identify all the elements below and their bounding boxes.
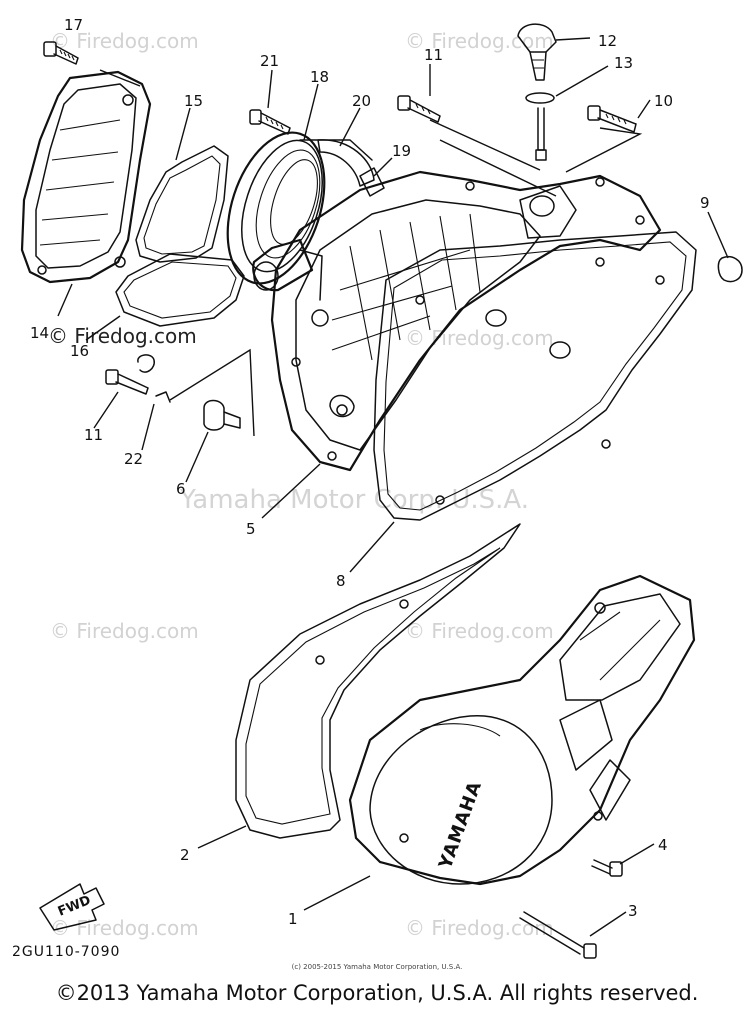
label-21: 21	[260, 52, 279, 70]
part-14-sprocket-cover	[20, 70, 152, 284]
label-16: 16	[70, 342, 89, 360]
drawing-code: 2GU110-7090	[12, 944, 120, 960]
part-21-bolt	[249, 109, 291, 135]
watermark-firedog: © Firedog.com	[405, 619, 554, 643]
label-6: 6	[176, 480, 186, 498]
label-15: 15	[184, 92, 203, 110]
part-10-bolt	[587, 105, 637, 133]
label-4: 4	[658, 836, 668, 854]
label-13: 13	[614, 54, 633, 72]
part-15-gasket	[135, 145, 229, 263]
part-11-bolt-top	[397, 95, 441, 123]
part-labels: 17 15 21 18 20 19 11 12 13 10 9 14 16 11…	[30, 16, 710, 928]
part-2-gasket	[235, 523, 521, 839]
part-20-ring	[317, 139, 375, 187]
label-22: 22	[124, 450, 143, 468]
part-11-bolt-left	[105, 369, 149, 395]
part-13-o-ring-dipstick	[525, 92, 555, 161]
label-1: 1	[288, 910, 298, 928]
part-6-drain-plug	[203, 399, 241, 431]
watermark-firedog: © Firedog.com	[50, 916, 199, 940]
leader-lines	[57, 37, 729, 937]
watermark-firedog: © Firedog.com	[50, 29, 199, 53]
small-copyright: (c) 2005-2015 Yamaha Motor Corporation, …	[292, 963, 463, 971]
label-18: 18	[310, 68, 329, 86]
label-17: 17	[64, 16, 83, 34]
label-11-top: 11	[424, 46, 443, 64]
watermark-firedog: © Firedog.com	[50, 619, 199, 643]
part-8-gasket	[373, 231, 697, 521]
part-16-gasket	[115, 253, 245, 327]
part-9-plug	[717, 256, 743, 283]
watermark-firedog-dark: © Firedog.com	[48, 324, 197, 348]
label-20: 20	[352, 92, 371, 110]
label-10: 10	[654, 92, 673, 110]
watermark-yamaha: Yamaha Motor Corp. U.S.A.	[179, 485, 529, 515]
label-5: 5	[246, 520, 256, 538]
part-18-housing	[226, 131, 373, 285]
part-17-bolt	[43, 41, 79, 65]
label-8: 8	[336, 572, 346, 590]
label-12: 12	[598, 32, 617, 50]
part-12-filler-cap	[517, 23, 557, 81]
label-14: 14	[30, 324, 49, 342]
part-3-bolt	[519, 911, 597, 959]
part-4-bolt	[591, 859, 623, 877]
watermark-firedog: © Firedog.com	[405, 29, 554, 53]
label-19: 19	[392, 142, 411, 160]
label-2: 2	[180, 846, 190, 864]
watermark-firedog: © Firedog.com	[405, 916, 554, 940]
footer-copyright: ©2013 Yamaha Motor Corporation, U.S.A. A…	[56, 981, 699, 1005]
label-9: 9	[700, 194, 710, 212]
watermark-firedog: © Firedog.com	[405, 326, 554, 350]
part-19-lug	[359, 167, 385, 197]
part-5-crankcase-cover	[252, 170, 662, 472]
part-22-clip	[137, 354, 171, 403]
label-3: 3	[628, 902, 638, 920]
yamaha-cover-text: YAMAHA	[435, 778, 487, 873]
label-11-left: 11	[84, 426, 103, 444]
watermarks: © Firedog.com © Firedog.com © Firedog.co…	[50, 29, 554, 940]
